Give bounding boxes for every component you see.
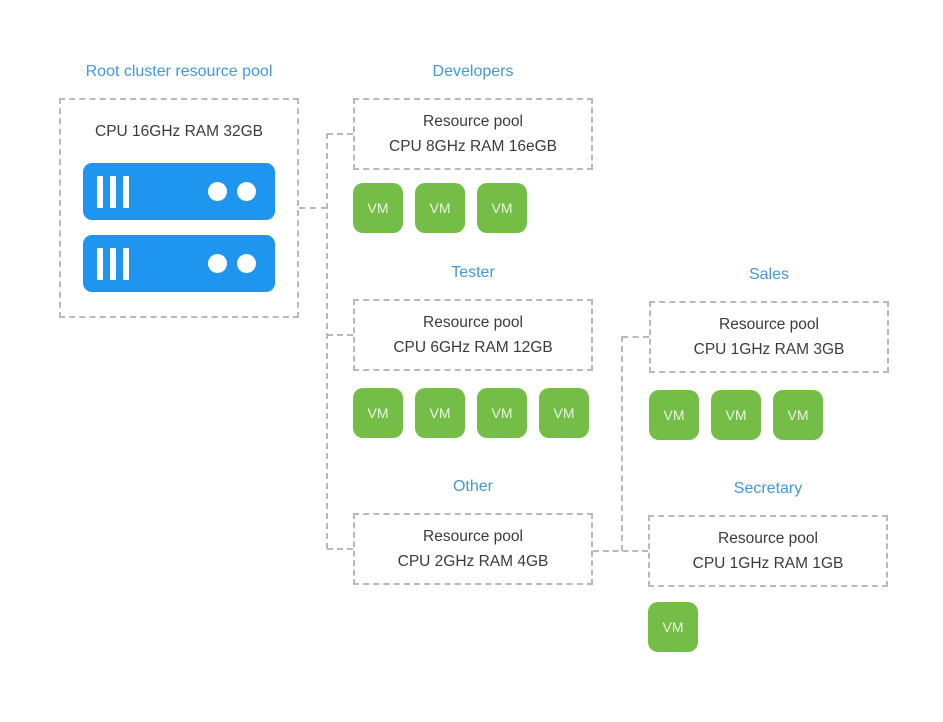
connector-trunk-to-developers	[327, 133, 353, 135]
section-secretary: Secretary Resource pool CPU 1GHz RAM 1GB…	[648, 478, 888, 652]
vm-box: VM	[477, 183, 527, 233]
section-root-cluster: Root cluster resource pool CPU 16GHz RAM…	[59, 61, 299, 318]
root-cluster-title: Root cluster resource pool	[85, 63, 273, 80]
vm-box: VM	[415, 388, 465, 438]
sales-pool-box: Resource pool CPU 1GHz RAM 3GB	[649, 301, 889, 373]
vm-box: VM	[415, 183, 465, 233]
vm-box: VM	[477, 388, 527, 438]
secretary-title: Secretary	[733, 480, 803, 497]
connector-trunk-right	[621, 336, 623, 551]
tester-pool-label: Resource pool	[423, 314, 523, 331]
other-pool-box: Resource pool CPU 2GHz RAM 4GB	[353, 513, 593, 585]
sales-vm-row: VM VM VM	[649, 390, 889, 440]
connector-root-to-trunk	[299, 207, 327, 209]
secretary-pool-spec: CPU 1GHz RAM 1GB	[692, 555, 844, 572]
root-cluster-box: CPU 16GHz RAM 32GB	[59, 98, 299, 318]
connector-trunk-left	[326, 133, 328, 549]
server-drive-bars-icon	[97, 247, 129, 280]
connector-trunk-to-other	[327, 548, 353, 550]
server-drive-bars-icon	[97, 175, 129, 208]
tester-title: Tester	[451, 264, 495, 281]
vm-box: VM	[539, 388, 589, 438]
sales-title: Sales	[748, 266, 790, 283]
server-led-dots-icon	[208, 182, 256, 201]
server-stack	[61, 163, 297, 292]
connector-trunk-to-sales	[622, 336, 649, 338]
section-tester: Tester Resource pool CPU 6GHz RAM 12GB V…	[353, 262, 593, 438]
server-icon	[83, 235, 275, 292]
other-pool-label: Resource pool	[423, 528, 523, 545]
vm-box: VM	[649, 390, 699, 440]
root-cluster-spec: CPU 16GHz RAM 32GB	[95, 123, 263, 140]
developers-title: Developers	[432, 63, 514, 80]
developers-vm-row: VM VM VM	[353, 183, 593, 233]
section-other: Other Resource pool CPU 2GHz RAM 4GB	[353, 476, 593, 598]
secretary-pool-box: Resource pool CPU 1GHz RAM 1GB	[648, 515, 888, 587]
tester-pool-box: Resource pool CPU 6GHz RAM 12GB	[353, 299, 593, 371]
vm-box: VM	[711, 390, 761, 440]
section-developers: Developers Resource pool CPU 8GHz RAM 16…	[353, 61, 593, 233]
server-icon	[83, 163, 275, 220]
vm-box: VM	[353, 183, 403, 233]
developers-pool-box: Resource pool CPU 8GHz RAM 16eGB	[353, 98, 593, 170]
vm-box: VM	[648, 602, 698, 652]
vm-box: VM	[353, 388, 403, 438]
vm-box: VM	[773, 390, 823, 440]
secretary-vm-row: VM	[648, 602, 888, 652]
section-sales: Sales Resource pool CPU 1GHz RAM 3GB VM …	[649, 264, 889, 440]
tester-pool-spec: CPU 6GHz RAM 12GB	[393, 339, 553, 356]
other-pool-spec: CPU 2GHz RAM 4GB	[397, 553, 549, 570]
sales-pool-spec: CPU 1GHz RAM 3GB	[693, 341, 845, 358]
other-title: Other	[452, 478, 493, 495]
developers-pool-label: Resource pool	[423, 113, 523, 130]
tester-vm-row: VM VM VM VM	[353, 388, 593, 438]
connector-trunk-to-tester	[327, 334, 353, 336]
sales-pool-label: Resource pool	[719, 316, 819, 333]
secretary-pool-label: Resource pool	[718, 530, 818, 547]
server-led-dots-icon	[208, 254, 256, 273]
developers-pool-spec: CPU 8GHz RAM 16eGB	[389, 138, 557, 155]
connector-other-to-secretary	[593, 550, 648, 552]
